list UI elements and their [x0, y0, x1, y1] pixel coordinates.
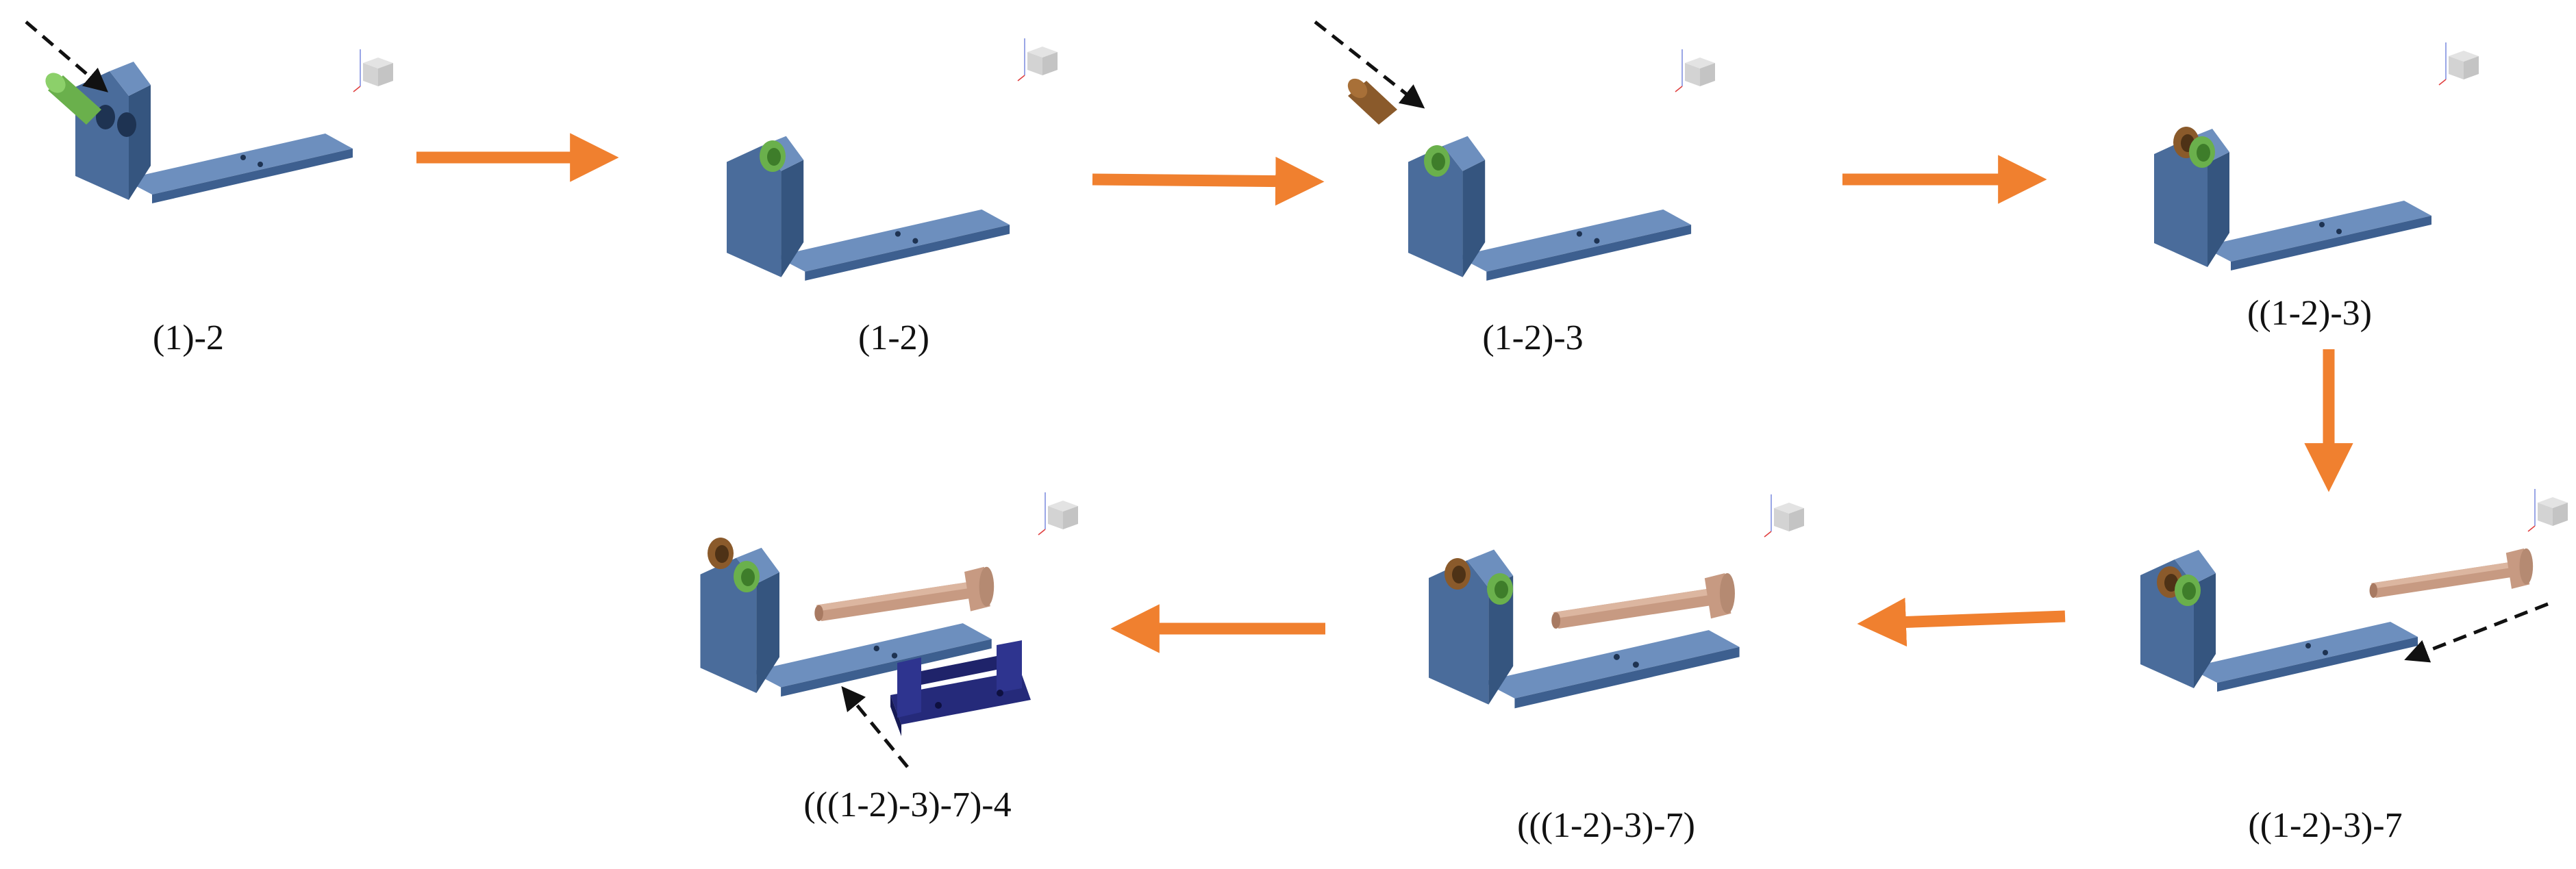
view-cube-icon: [1017, 38, 1058, 81]
step-label-5: ((1-2)-3)-7: [2248, 806, 2403, 845]
view-cube-icon: [1675, 49, 1716, 92]
step-label-4: ((1-2)-3): [2247, 294, 2372, 333]
flow-arrows: [416, 133, 2353, 653]
step-7-model: [700, 492, 1079, 768]
step-label-1: (1)-2: [153, 318, 224, 357]
flow-arrow-5: [1857, 597, 2066, 647]
step-1-model: [25, 21, 394, 203]
view-cube-icon: [2438, 42, 2479, 86]
step-label-2: (1-2): [858, 318, 929, 357]
clamp-part: [890, 640, 1031, 736]
step-label-6: (((1-2)-3)-7): [1517, 806, 1695, 845]
view-cube-icon: [1764, 494, 1805, 538]
step-3-model: [1314, 21, 1716, 281]
step-6-model: [1429, 494, 1805, 709]
step-4-model: [2154, 42, 2479, 270]
step-label-7: (((1-2)-3)-7)-4: [803, 785, 1012, 824]
step-label-3: (1-2)-3: [1482, 318, 1584, 357]
view-cube-icon: [2527, 488, 2568, 532]
step-5-model: [2140, 488, 2568, 692]
view-cube-icon: [1038, 492, 1079, 536]
flow-arrow-2: [1092, 156, 1325, 206]
step-2-model: [727, 38, 1058, 281]
view-cube-icon: [353, 49, 394, 92]
